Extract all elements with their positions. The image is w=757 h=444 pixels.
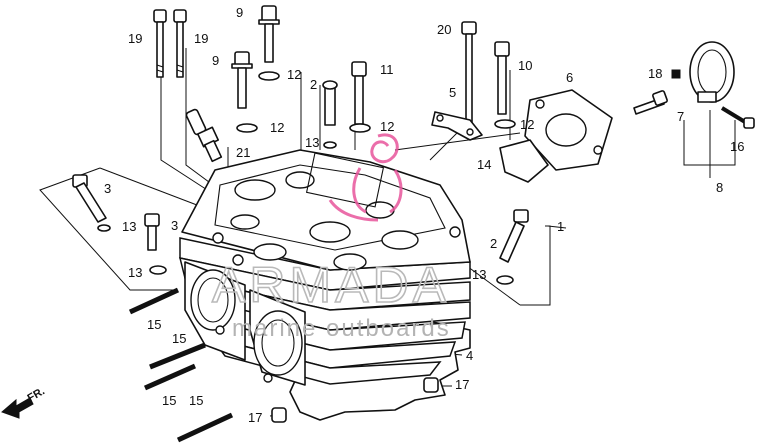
bolt-20 <box>461 21 477 130</box>
stud-15-b <box>149 342 206 370</box>
tube-2-top <box>322 80 338 149</box>
callout-c10: 10 <box>518 58 532 73</box>
callout-c2a: 2 <box>310 77 317 92</box>
watermark-logo-icon <box>328 133 403 222</box>
callout-c16: 16 <box>730 139 744 154</box>
callout-c21: 21 <box>236 145 250 160</box>
callout-c5: 5 <box>449 85 456 100</box>
callout-c8: 8 <box>716 180 723 195</box>
callout-c11: 11 <box>380 62 394 77</box>
bolt-10 <box>494 41 516 129</box>
callout-c19b: 19 <box>194 31 208 46</box>
callout-c17a: 17 <box>455 377 469 392</box>
callout-c1: 1 <box>557 219 564 234</box>
fitting-3-upper <box>72 174 111 232</box>
callout-c6: 6 <box>566 70 573 85</box>
stud-15-d <box>176 412 234 443</box>
o-ring-14 <box>499 139 549 183</box>
callout-c4: 4 <box>466 348 473 363</box>
insulator-6 <box>524 89 613 171</box>
callout-c13d: 13 <box>472 267 486 282</box>
callout-c12a: 12 <box>287 67 301 82</box>
cylinder-head <box>178 149 471 386</box>
callout-c9b: 9 <box>212 53 219 68</box>
callout-c9a: 9 <box>236 5 243 20</box>
stud-15-a <box>128 287 180 315</box>
callout-c15d: 15 <box>189 393 203 408</box>
dowel-17-right <box>423 377 439 393</box>
logo-stroke <box>328 133 403 222</box>
fitting-3-lower <box>144 213 167 275</box>
watermark: ARMADA marine outboards <box>211 133 451 342</box>
callout-c13c: 13 <box>128 265 142 280</box>
bracket-5 <box>431 111 483 141</box>
stud-bolt-19-right <box>173 9 187 78</box>
front-direction-arrow: FR. <box>1 385 47 419</box>
callout-c3a: 3 <box>104 181 111 196</box>
flange-bolt-9-top <box>258 5 280 81</box>
callout-c19a: 19 <box>128 31 142 46</box>
direction-label: FR. <box>26 385 47 404</box>
callout-c18: 18 <box>648 66 662 81</box>
stud-15-c <box>143 363 197 391</box>
callout-c7: 7 <box>677 109 684 124</box>
callout-c17b: 17 <box>248 410 262 425</box>
watermark-brand: ARMADA <box>212 257 450 313</box>
stud-bolt-19-left <box>153 9 167 78</box>
callout-c2b: 2 <box>490 236 497 251</box>
watermark-tagline: marine outboards <box>232 315 451 342</box>
flange-bolt-9-lower <box>231 51 258 133</box>
callout-c12d: 12 <box>520 117 534 132</box>
clamp-band-8 <box>671 41 735 103</box>
tube-2-right <box>496 209 529 285</box>
callout-c15b: 15 <box>172 331 186 346</box>
spark-plug-21 <box>185 108 223 163</box>
callout-c12c: 12 <box>380 119 394 134</box>
callout-c13a: 13 <box>305 135 319 150</box>
screw-16 <box>720 106 755 129</box>
bolt-18 <box>633 90 668 115</box>
callout-c13b: 13 <box>122 219 136 234</box>
callout-c15c: 15 <box>162 393 176 408</box>
callout-c15a: 15 <box>147 317 161 332</box>
bolt-11 <box>349 61 371 133</box>
callout-c12b: 12 <box>270 120 284 135</box>
callout-c20: 20 <box>437 22 451 37</box>
dowel-17-bottom <box>271 407 287 423</box>
callout-c14: 14 <box>477 157 491 172</box>
callout-c3b: 3 <box>171 218 178 233</box>
